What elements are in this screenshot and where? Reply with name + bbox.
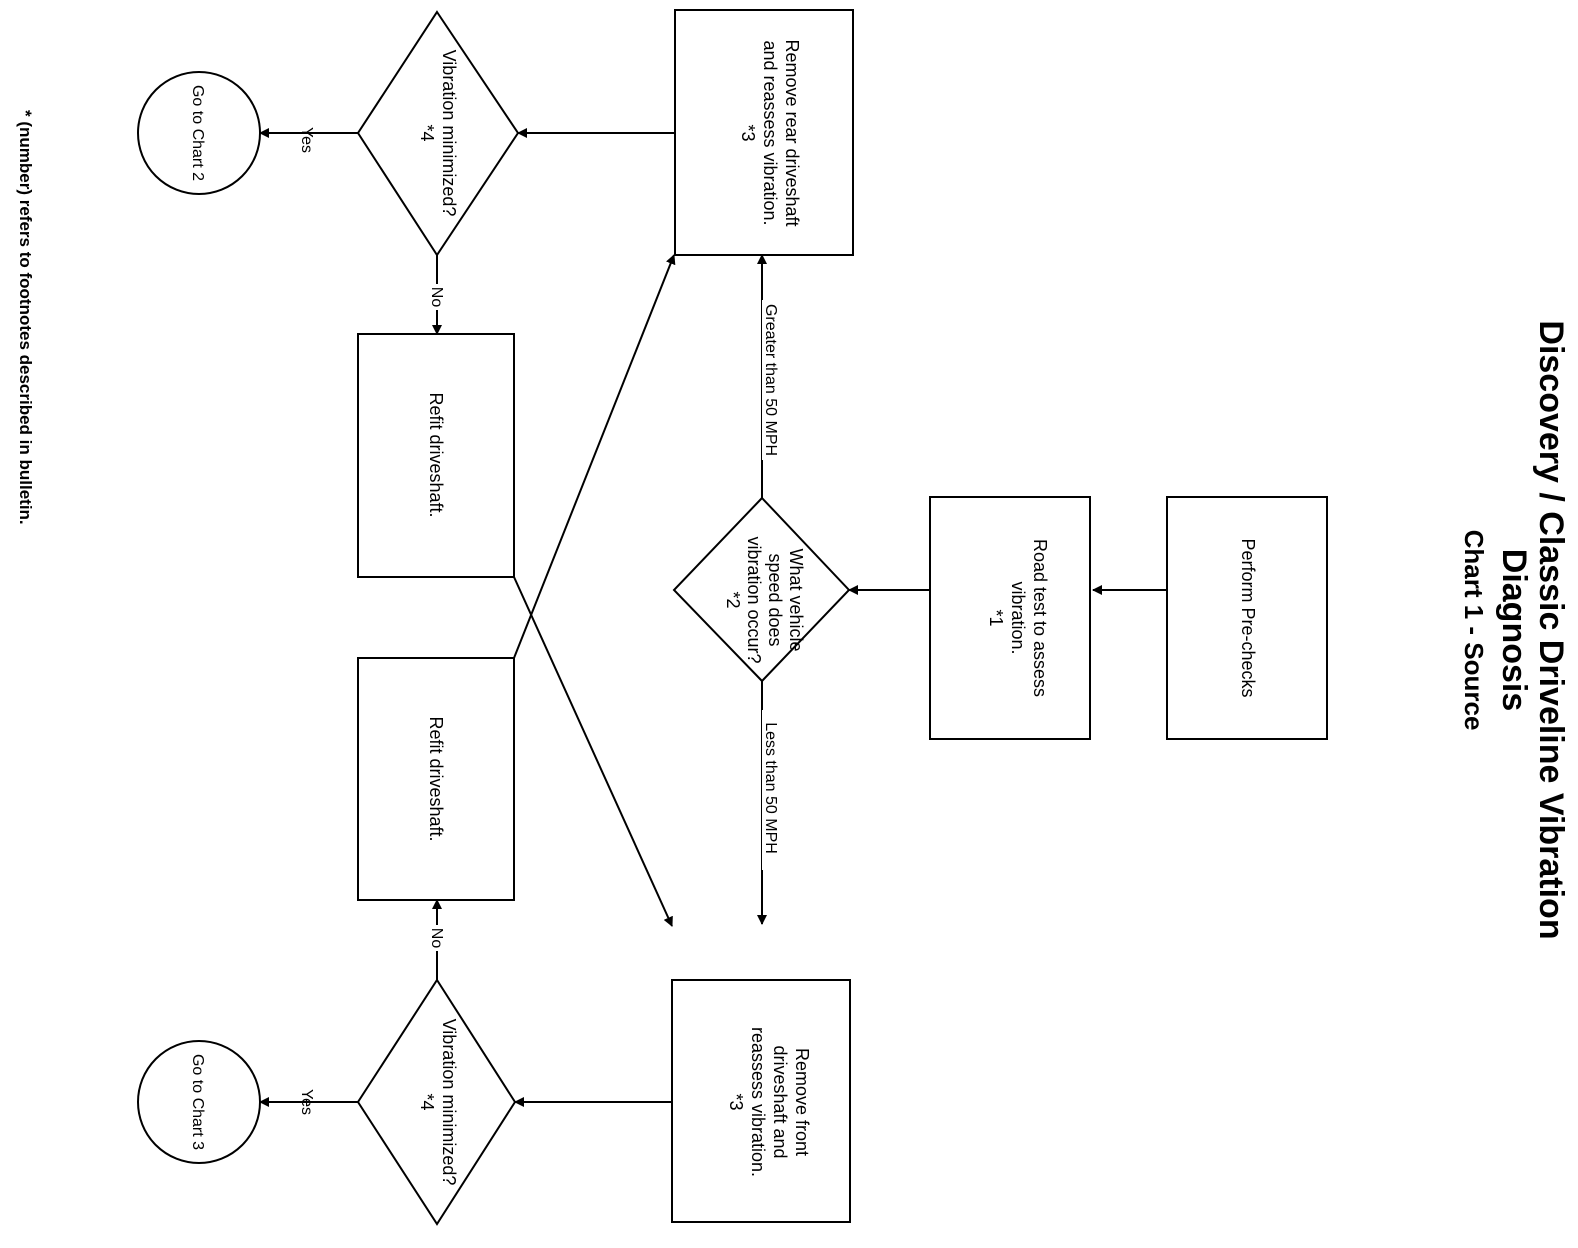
edge-refit-b-to-rear xyxy=(513,254,676,659)
node-vib-min-rear xyxy=(356,10,520,257)
edge-label-greater: Greater than 50 MPH xyxy=(762,304,779,456)
node-refit-driveshaft-b-text: Refit driveshaft. xyxy=(426,716,446,841)
label-bg-less xyxy=(762,710,784,870)
node-vib-min-rear-line1: Vibration minimized? xyxy=(439,50,459,217)
node-remove-front-line1: Remove front xyxy=(792,1048,812,1156)
node-vib-min-rear-note: *4 xyxy=(417,124,437,141)
node-remove-front-note: *3 xyxy=(726,1093,746,1110)
label-bg-no-rear xyxy=(430,284,446,310)
node-go-chart-3-text: Go to Chart 3 xyxy=(189,1054,206,1150)
edge-label-less: Less than 50 MPH xyxy=(762,722,779,854)
node-road-test-note: *1 xyxy=(986,609,1006,626)
edge-label-yes-front: Yes xyxy=(298,1089,315,1115)
edge-label-no-rear: No xyxy=(428,287,445,308)
node-speed-decision-note: *2 xyxy=(723,591,743,608)
chart-title: Discovery / Classic Driveline Vibration xyxy=(1532,320,1570,939)
node-vib-min-front-note: *4 xyxy=(417,1093,437,1110)
label-bg-no-front xyxy=(430,925,446,951)
node-refit-driveshaft-a-text: Refit driveshaft. xyxy=(426,392,446,517)
node-perform-prechecks xyxy=(1166,496,1328,740)
node-perform-prechecks-text: Perform Pre-checks xyxy=(1238,538,1258,697)
node-remove-rear-note: *3 xyxy=(738,124,758,141)
node-remove-rear-line2: and reassess vibration. xyxy=(760,40,780,225)
edge-label-no-front: No xyxy=(428,928,445,949)
edge-label-yes-rear: Yes xyxy=(298,127,315,153)
node-go-chart-2 xyxy=(137,71,261,195)
chart-subtitle: Chart 1 - Source xyxy=(1459,530,1489,731)
node-road-test xyxy=(929,496,1091,740)
node-speed-decision-line1: What vehicle xyxy=(786,548,806,651)
node-remove-front-line2: driveshaft and xyxy=(770,1045,790,1158)
footnote: * (number) refers to footnotes described… xyxy=(16,110,35,525)
node-refit-driveshaft-b xyxy=(357,657,515,901)
node-remove-front xyxy=(671,979,851,1223)
node-remove-rear-line1: Remove rear driveshaft xyxy=(782,39,802,226)
label-bg-greater xyxy=(762,300,784,460)
node-road-test-line1: Road test to assess xyxy=(1030,539,1050,697)
node-speed-decision-line2: speed does xyxy=(765,553,785,646)
node-refit-driveshaft-a xyxy=(357,333,515,578)
node-road-test-line2: vibration. xyxy=(1008,581,1028,654)
node-go-chart-2-text: Go to Chart 2 xyxy=(189,85,206,181)
edge-refit-a-to-front xyxy=(513,576,673,927)
node-remove-rear xyxy=(674,9,854,256)
node-remove-front-line3: reassess vibration. xyxy=(748,1027,768,1177)
node-go-chart-3 xyxy=(137,1040,261,1164)
node-vib-min-front-line1: Vibration minimized? xyxy=(439,1019,459,1186)
node-speed-decision-line3: vibration occur? xyxy=(744,536,764,663)
node-vib-min-front xyxy=(356,978,517,1226)
chart-title-line2: Diagnosis xyxy=(1495,549,1533,711)
node-speed-decision xyxy=(672,496,851,683)
